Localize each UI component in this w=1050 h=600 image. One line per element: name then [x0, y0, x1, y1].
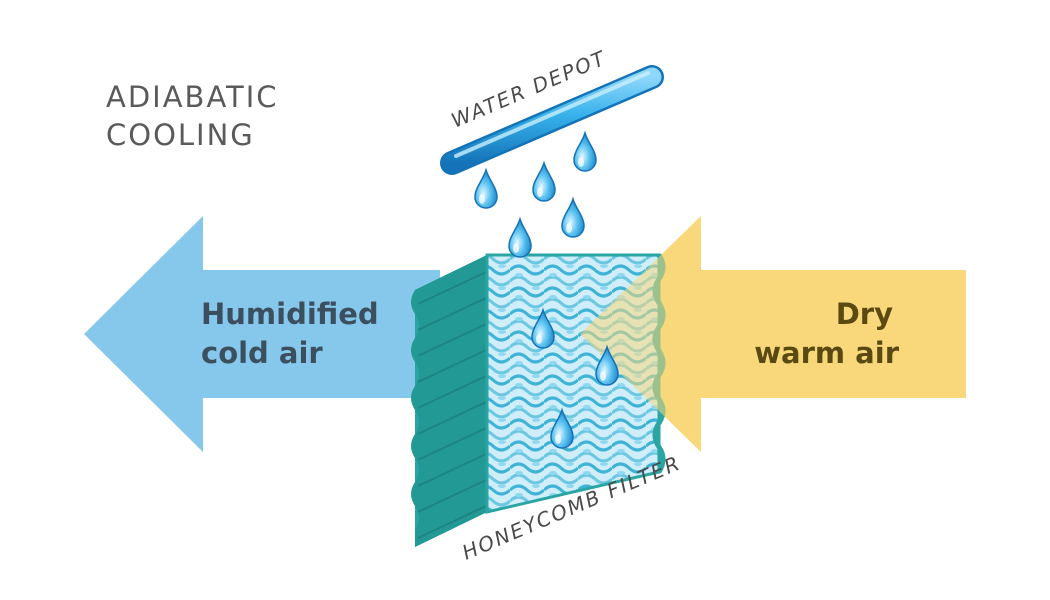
water-drop-icon	[561, 196, 585, 238]
cold-air-label-line-1: Humidified	[201, 297, 379, 331]
title-line-2: COOLING	[106, 118, 255, 152]
water-drop-highlight	[536, 334, 542, 344]
water-drop-highlight	[566, 223, 572, 233]
water-drop-highlight	[513, 243, 519, 253]
water-drop-highlight	[578, 157, 584, 167]
water-drop-highlight	[600, 371, 606, 381]
water-drop-icon	[532, 160, 556, 202]
warm-air-label-line-1: Dry	[836, 297, 893, 331]
left-arrow-icon	[84, 216, 440, 452]
water-drop-icon	[474, 167, 498, 209]
cold-air-label-line-2: cold air	[201, 336, 323, 370]
warm-arrow-overlay	[580, 216, 701, 452]
water-drop-highlight	[555, 434, 561, 444]
title-line-1: ADIABATIC	[106, 80, 279, 114]
warm-air-label-line-2: warm air	[754, 336, 899, 370]
water-drop-highlight	[479, 194, 485, 204]
water-pipe-icon	[440, 65, 664, 175]
water-drop-icon	[508, 216, 532, 258]
water-drop-highlight	[537, 187, 543, 197]
water-drop-icon	[573, 130, 597, 172]
water-drops	[474, 130, 619, 449]
